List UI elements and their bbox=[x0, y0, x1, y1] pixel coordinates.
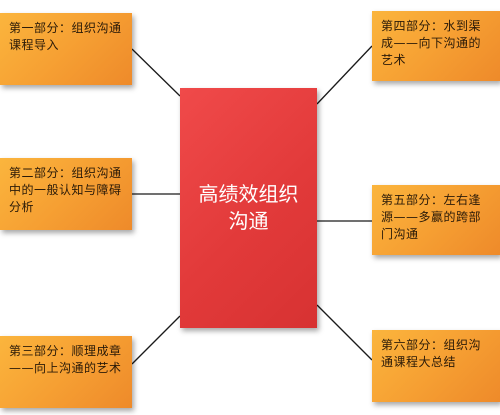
node-part-4: 第四部分：水到渠成——向下沟通的艺术 bbox=[372, 11, 500, 81]
connector-1 bbox=[131, 48, 181, 97]
node-part-2-text: 第二部分：组织沟通中的一般认知与障碍分析 bbox=[9, 166, 122, 214]
node-part-3: 第三部分：顺理成章——向上沟通的艺术 bbox=[0, 336, 132, 408]
center-topic-title: 高绩效组织沟通 bbox=[198, 182, 299, 233]
node-part-6-text: 第六部分：组织沟通课程大总结 bbox=[381, 338, 482, 369]
node-part-4-text: 第四部分：水到渠成——向下沟通的艺术 bbox=[381, 19, 482, 67]
node-part-6: 第六部分：组织沟通课程大总结 bbox=[372, 330, 500, 402]
node-part-1-text: 第一部分：组织沟通课程导入 bbox=[9, 21, 122, 52]
node-part-3-text: 第三部分：顺理成章——向上沟通的艺术 bbox=[9, 344, 122, 375]
center-topic-box: 高绩效组织沟通 bbox=[180, 88, 317, 328]
connector-6 bbox=[316, 304, 373, 361]
connector-3 bbox=[131, 315, 181, 365]
node-part-2: 第二部分：组织沟通中的一般认知与障碍分析 bbox=[0, 158, 132, 230]
node-part-1: 第一部分：组织沟通课程导入 bbox=[0, 13, 132, 85]
connector-4 bbox=[316, 45, 373, 105]
node-part-5: 第五部分：左右逢源——多赢的跨部门沟通 bbox=[372, 185, 500, 255]
node-part-5-text: 第五部分：左右逢源——多赢的跨部门沟通 bbox=[381, 193, 482, 241]
